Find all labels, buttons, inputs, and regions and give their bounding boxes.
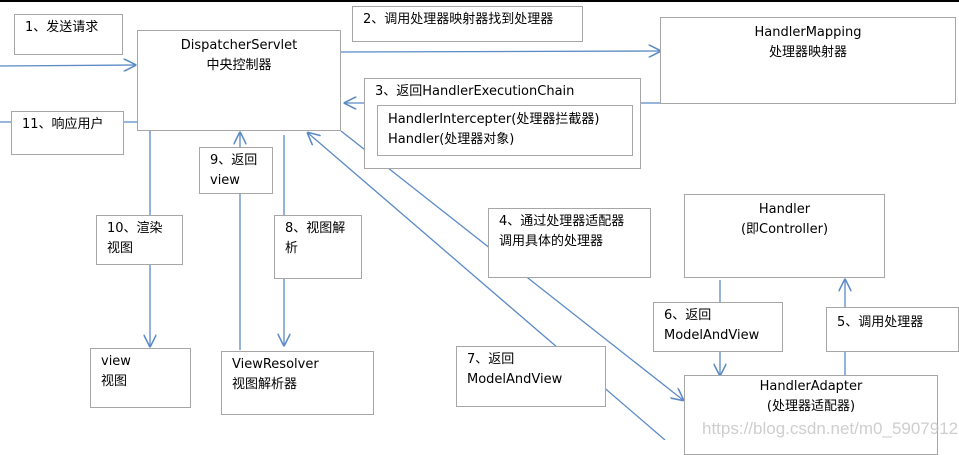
step-11-label: 11、响应用户 [11,111,124,155]
top-border [0,0,959,2]
interceptor-text: HandlerIntercepter(处理器拦截器) [388,112,600,127]
step-text: ModelAndView [664,328,760,343]
component-name: Handler [758,202,811,217]
component-subtitle: 处理器映射器 [768,45,847,60]
dispatcher-servlet-box: DispatcherServlet 中央控制器 [137,30,341,131]
step-text: 5、调用处理器 [837,315,924,330]
step-9-label: 9、返回 view [199,147,273,194]
view-box: view 视图 [90,348,191,408]
step-text: 视图 [107,241,134,256]
step-text: 10、渲染 [107,221,163,236]
step-5-label: 5、调用处理器 [826,307,959,352]
view-resolver-box: ViewResolver 视图解析器 [221,351,374,415]
component-subtitle: (处理器适配器) [766,399,856,414]
arrow-find-handler [340,51,660,52]
step-text: 3、返回HandlerExecutionChain [375,84,575,99]
component-name: HandlerMapping [754,25,862,40]
step-text: 7、返回 [467,352,515,367]
watermark: https://blog.csdn.net/m0_59079129 [702,419,959,438]
component-name: view [101,354,131,369]
execution-chain-box: HandlerIntercepter(处理器拦截器) Handler(处理器对象… [377,105,633,156]
component-subtitle: 视图 [101,374,128,389]
step-7-label: 7、返回 ModelAndView [456,346,606,407]
step-text: 11、响应用户 [22,117,104,132]
step-8-label: 8、视图解 析 [274,215,362,279]
step-text: view [210,173,240,188]
step-10-label: 10、渲染 视图 [96,215,183,265]
step-1-label: 1、发送请求 [14,14,123,55]
component-subtitle: (即Controller) [740,222,829,237]
step-text: ModelAndView [467,372,563,387]
handler-mapping-box: HandlerMapping 处理器映射器 [660,17,956,104]
step-text: 9、返回 [210,153,258,168]
component-name: DispatcherServlet [180,38,298,53]
component-name: HandlerAdapter [759,379,863,394]
step-text: 6、返回 [664,308,712,323]
step-text: 8、视图解 [285,221,346,236]
step-6-label: 6、返回 ModelAndView [653,302,783,352]
component-subtitle: 中央控制器 [206,58,272,73]
step-4-label: 4、通过处理器适配器 调用具体的处理器 [488,208,651,278]
step-text: 调用具体的处理器 [499,234,604,249]
handler-box: Handler (即Controller) [684,194,885,278]
component-subtitle: 视图解析器 [232,377,298,392]
step-text: 4、通过处理器适配器 [499,214,625,229]
step-text: 2、调用处理器映射器找到处理器 [363,12,554,27]
component-name: ViewResolver [232,357,319,372]
handler-adapter-box: HandlerAdapter (处理器适配器) [684,375,938,455]
step-text: 析 [285,241,299,256]
handler-object-text: Handler(处理器对象) [388,132,515,147]
step-text: 1、发送请求 [25,20,99,35]
step-2-label: 2、调用处理器映射器找到处理器 [352,6,583,42]
arrow-request [0,65,135,66]
